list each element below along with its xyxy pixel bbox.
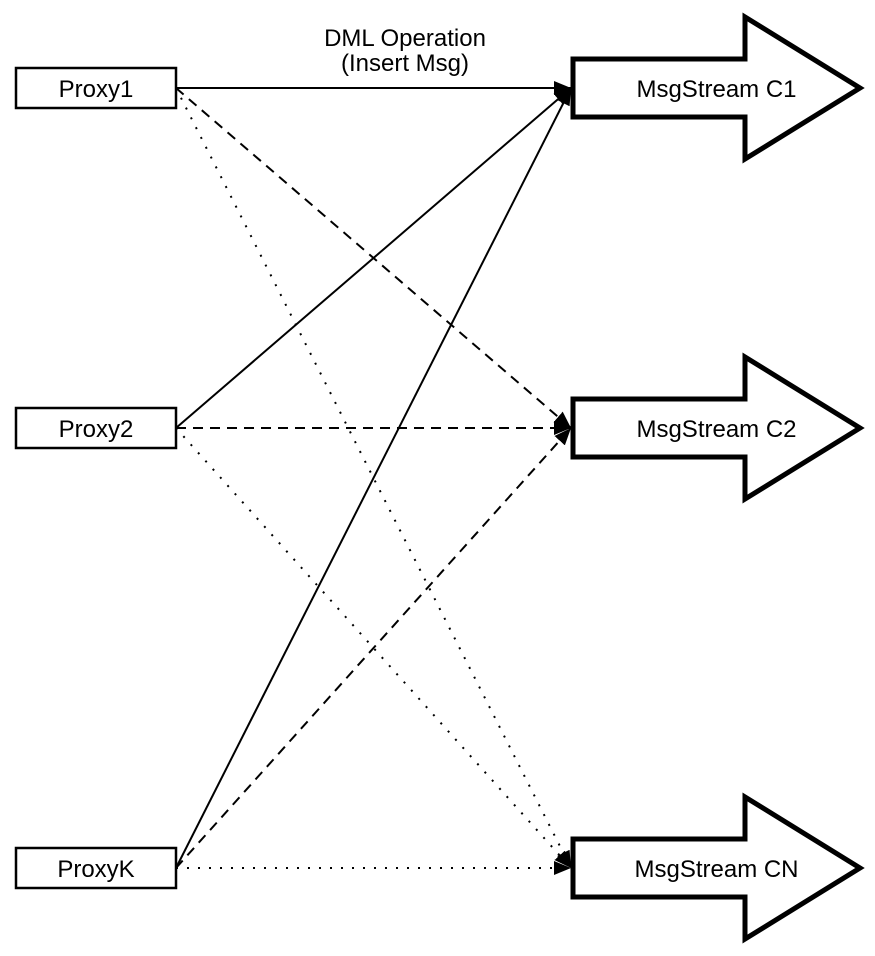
streams-layer: MsgStream C1 MsgStream C2 MsgStream CN (570, 12, 865, 944)
proxy-box (14, 66, 178, 110)
edge-proxyk-c2-dashed (175, 427, 572, 869)
stream-node-c2: MsgStream C2 (570, 352, 865, 504)
proxy-label: Proxy1 (59, 76, 134, 103)
edge-proxyk-c1-solid (175, 87, 572, 869)
stream-arrow-shape (570, 792, 865, 944)
stream-label: MsgStream CN (634, 856, 798, 883)
stream-label: MsgStream C1 (636, 76, 796, 103)
proxy-label: ProxyK (57, 856, 134, 883)
proxy-node-proxy1: Proxy1 (14, 66, 178, 110)
proxy-label: Proxy2 (59, 416, 134, 443)
stream-label: MsgStream C2 (636, 416, 796, 443)
proxy-node-proxyk: ProxyK (14, 846, 178, 890)
stream-node-c1: MsgStream C1 (570, 12, 865, 164)
edge-proxy1-c2-dashed (175, 87, 572, 429)
stream-arrow-shape (570, 352, 865, 504)
proxy-node-proxy2: Proxy2 (14, 406, 178, 450)
dml-operation-label-line1: DML Operation (324, 25, 486, 52)
edges-layer (175, 81, 572, 875)
stream-arrow-shape (570, 12, 865, 164)
dml-operation-label-line2: (Insert Msg) (341, 50, 469, 77)
stream-node-cn: MsgStream CN (570, 792, 865, 944)
